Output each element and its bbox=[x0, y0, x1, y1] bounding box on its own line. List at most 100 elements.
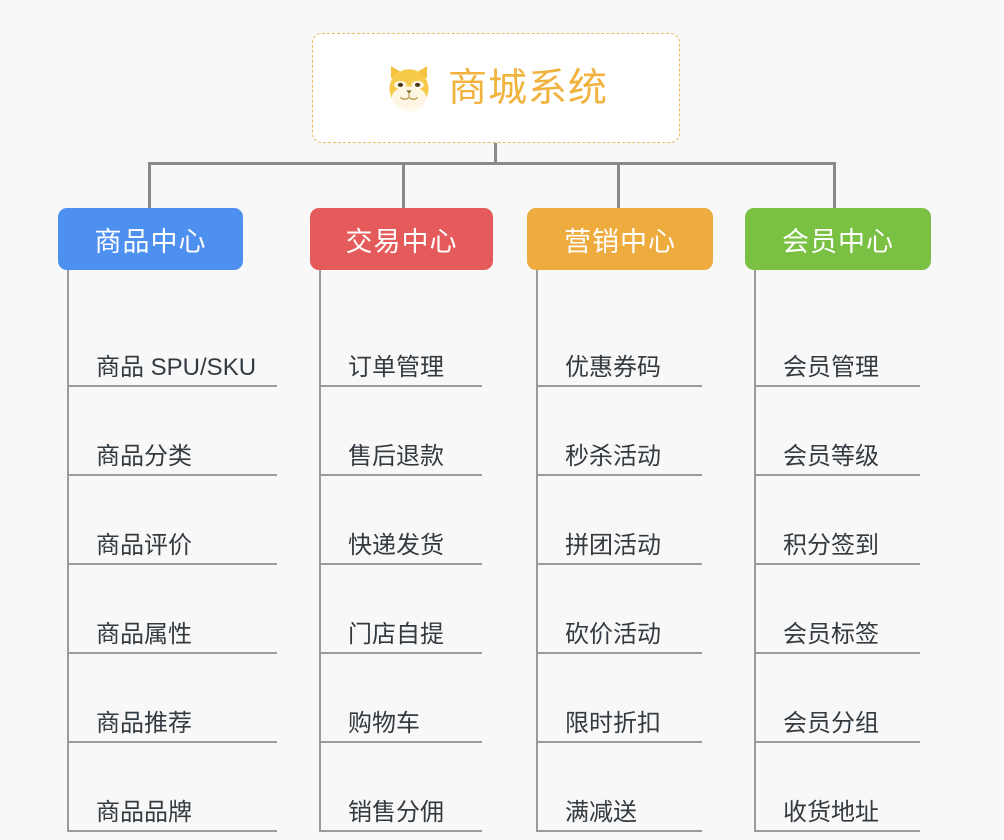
leaf-list-2: 优惠券码 秒杀活动 拼团活动 砍价活动 限时折扣 满减送 bbox=[527, 270, 713, 832]
connector-horizontal-bus bbox=[148, 162, 836, 165]
leaf-item[interactable]: 拼团活动 bbox=[527, 476, 713, 565]
leaf-item[interactable]: 积分签到 bbox=[745, 476, 931, 565]
leaf-label: 商品推荐 bbox=[96, 709, 192, 737]
branch-column-2: 营销中心 优惠券码 秒杀活动 拼团活动 砍价活动 限时折扣 bbox=[527, 208, 713, 832]
branch-column-1: 交易中心 订单管理 售后退款 快递发货 门店自提 购物车 bbox=[310, 208, 493, 832]
leaf-underline bbox=[67, 385, 277, 387]
leaf-item[interactable]: 会员标签 bbox=[745, 565, 931, 654]
shiba-dog-emoji bbox=[384, 63, 434, 113]
category-header-3[interactable]: 会员中心 bbox=[745, 208, 931, 270]
leaf-label: 会员管理 bbox=[783, 353, 879, 381]
leaf-item[interactable]: 会员等级 bbox=[745, 387, 931, 476]
leaf-label: 商品评价 bbox=[96, 531, 192, 559]
root-node[interactable]: 商城系统 bbox=[312, 33, 680, 143]
leaf-label: 商品属性 bbox=[96, 620, 192, 648]
leaf-underline bbox=[319, 741, 482, 743]
leaf-underline bbox=[67, 474, 277, 476]
leaf-label: 满减送 bbox=[565, 798, 637, 826]
branch-column-3: 会员中心 会员管理 会员等级 积分签到 会员标签 会员分组 bbox=[745, 208, 931, 832]
leaf-item[interactable]: 订单管理 bbox=[310, 298, 493, 387]
leaf-underline bbox=[536, 474, 702, 476]
leaf-underline bbox=[319, 385, 482, 387]
leaf-label: 商品 SPU/SKU bbox=[96, 353, 257, 381]
leaf-item[interactable]: 购物车 bbox=[310, 654, 493, 743]
leaf-item[interactable]: 会员管理 bbox=[745, 298, 931, 387]
leaf-item[interactable]: 收货地址 bbox=[745, 743, 931, 832]
leaf-underline bbox=[67, 563, 277, 565]
leaf-label: 砍价活动 bbox=[565, 620, 661, 648]
leaf-item[interactable]: 门店自提 bbox=[310, 565, 493, 654]
leaf-item[interactable]: 商品属性 bbox=[58, 565, 280, 654]
leaf-label: 售后退款 bbox=[348, 442, 444, 470]
category-header-1[interactable]: 交易中心 bbox=[310, 208, 493, 270]
leaf-item[interactable]: 会员分组 bbox=[745, 654, 931, 743]
branch-trunk-2 bbox=[536, 270, 538, 832]
leaf-label: 购物车 bbox=[348, 709, 420, 737]
leaf-underline bbox=[754, 474, 920, 476]
leaf-list-1: 订单管理 售后退款 快递发货 门店自提 购物车 销售分佣 bbox=[310, 270, 493, 832]
connector-drop-0 bbox=[148, 164, 151, 210]
leaf-label: 限时折扣 bbox=[565, 709, 661, 737]
leaf-label: 销售分佣 bbox=[348, 798, 444, 826]
connector-root-stem bbox=[494, 143, 497, 164]
leaf-item[interactable]: 满减送 bbox=[527, 743, 713, 832]
branch-column-0: 商品中心 商品 SPU/SKU 商品分类 商品评价 商品属性 商品推荐 bbox=[58, 208, 280, 832]
leaf-underline bbox=[67, 830, 277, 832]
leaf-underline bbox=[754, 385, 920, 387]
leaf-underline bbox=[319, 652, 482, 654]
leaf-underline bbox=[754, 741, 920, 743]
leaf-underline bbox=[67, 652, 277, 654]
connector-drop-2 bbox=[617, 164, 620, 210]
leaf-item[interactable]: 快递发货 bbox=[310, 476, 493, 565]
leaf-item[interactable]: 商品品牌 bbox=[58, 743, 280, 832]
connector-drop-1 bbox=[402, 164, 405, 210]
leaf-item[interactable]: 秒杀活动 bbox=[527, 387, 713, 476]
leaf-underline bbox=[536, 741, 702, 743]
leaf-label: 积分签到 bbox=[783, 531, 879, 559]
category-header-label: 商品中心 bbox=[94, 226, 207, 257]
leaf-item[interactable]: 商品 SPU/SKU bbox=[58, 298, 280, 387]
leaf-underline bbox=[319, 474, 482, 476]
category-header-label: 营销中心 bbox=[564, 226, 676, 257]
category-header-0[interactable]: 商品中心 bbox=[58, 208, 243, 270]
leaf-label: 会员等级 bbox=[783, 442, 879, 470]
leaf-item[interactable]: 优惠券码 bbox=[527, 298, 713, 387]
root-title: 商城系统 bbox=[447, 66, 608, 110]
leaf-underline bbox=[754, 830, 920, 832]
leaf-underline bbox=[319, 563, 482, 565]
leaf-item[interactable]: 限时折扣 bbox=[527, 654, 713, 743]
leaf-label: 门店自提 bbox=[348, 620, 444, 648]
leaf-underline bbox=[754, 652, 920, 654]
leaf-underline bbox=[754, 563, 920, 565]
leaf-underline bbox=[536, 563, 702, 565]
branch-trunk-1 bbox=[319, 270, 321, 832]
leaf-list-0: 商品 SPU/SKU 商品分类 商品评价 商品属性 商品推荐 商品品牌 bbox=[58, 270, 280, 832]
leaf-underline bbox=[536, 830, 702, 832]
leaf-item[interactable]: 商品推荐 bbox=[58, 654, 280, 743]
leaf-label: 秒杀活动 bbox=[565, 442, 661, 470]
leaf-underline bbox=[67, 741, 277, 743]
leaf-label: 商品分类 bbox=[96, 442, 192, 470]
connector-drop-3 bbox=[833, 164, 836, 210]
category-header-label: 会员中心 bbox=[782, 226, 894, 257]
branch-trunk-3 bbox=[754, 270, 756, 832]
leaf-underline bbox=[536, 385, 702, 387]
category-header-label: 交易中心 bbox=[345, 226, 458, 257]
leaf-label: 会员分组 bbox=[783, 709, 879, 737]
leaf-label: 拼团活动 bbox=[565, 531, 661, 559]
leaf-label: 订单管理 bbox=[348, 353, 444, 381]
leaf-label: 商品品牌 bbox=[96, 798, 192, 826]
leaf-item[interactable]: 售后退款 bbox=[310, 387, 493, 476]
leaf-label: 快递发货 bbox=[348, 531, 444, 559]
leaf-label: 会员标签 bbox=[783, 620, 879, 648]
category-header-2[interactable]: 营销中心 bbox=[527, 208, 713, 270]
leaf-item[interactable]: 销售分佣 bbox=[310, 743, 493, 832]
leaf-item[interactable]: 商品分类 bbox=[58, 387, 280, 476]
leaf-list-3: 会员管理 会员等级 积分签到 会员标签 会员分组 收货地址 bbox=[745, 270, 931, 832]
leaf-label: 收货地址 bbox=[783, 798, 879, 826]
branch-trunk-0 bbox=[67, 270, 69, 832]
leaf-underline bbox=[319, 830, 482, 832]
leaf-item[interactable]: 商品评价 bbox=[58, 476, 280, 565]
leaf-item[interactable]: 砍价活动 bbox=[527, 565, 713, 654]
